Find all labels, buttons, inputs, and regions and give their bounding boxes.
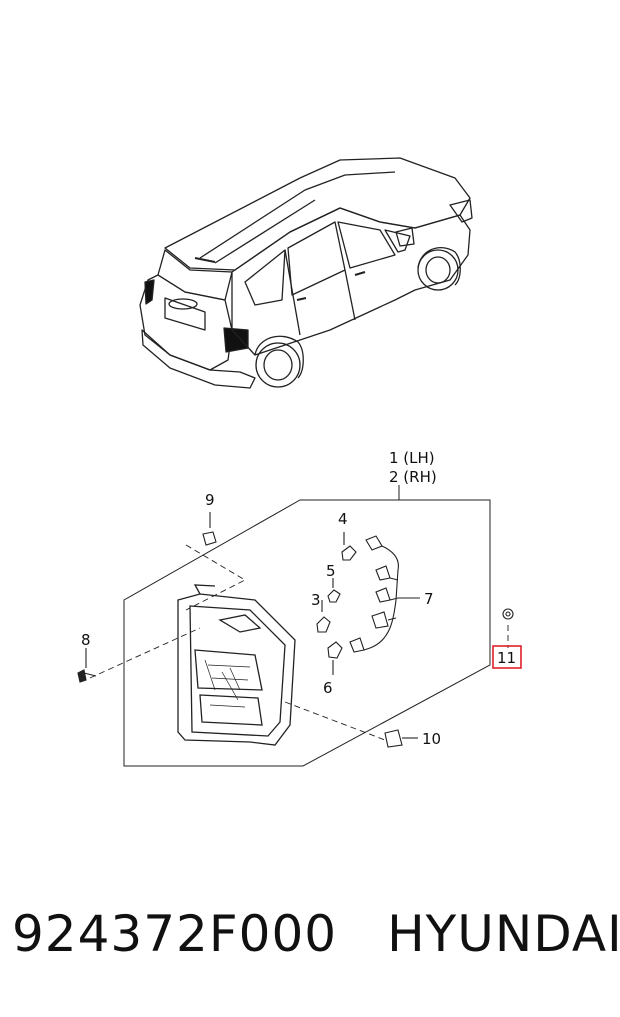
callout-7: 7 [424,590,434,608]
callout-11: 11 [497,649,516,667]
part-number: 924372F000 [12,905,338,963]
bulb-part-6 [327,641,343,675]
callout-10: 10 [422,730,441,748]
callout-9: 9 [205,491,215,509]
callout-8: 8 [81,631,91,649]
callout-6: 6 [323,679,333,697]
callout-2: 2 (RH) [389,468,437,486]
bulb-part-5 [327,578,341,603]
wiring-harness-part-7 [349,535,420,653]
bolt-part-8 [77,648,97,683]
part-footer: 924372F000 HYUNDAI [12,905,620,975]
alignment-dashes [89,544,509,741]
vehicle-illustration [139,157,473,389]
tail-lamp-housing [177,584,296,746]
bulb-part-3 [316,600,331,633]
callout-5: 5 [326,562,336,580]
clip-part-10 [384,729,418,748]
tail-lamp-assembly-diagram [77,485,514,767]
nut-part-9 [202,512,217,546]
bulb-part-4 [341,532,357,561]
callouts: 1 (LH) 2 (RH) 3 4 5 6 7 8 9 10 11 [81,449,522,748]
callout-4: 4 [338,510,348,528]
callout-1: 1 (LH) [389,449,435,467]
callout-3: 3 [311,591,321,609]
callout-11-highlight [492,645,522,669]
assembly-frame [123,499,491,767]
screw-part-11 [502,608,514,620]
brand-name: HYUNDAI [387,905,620,963]
